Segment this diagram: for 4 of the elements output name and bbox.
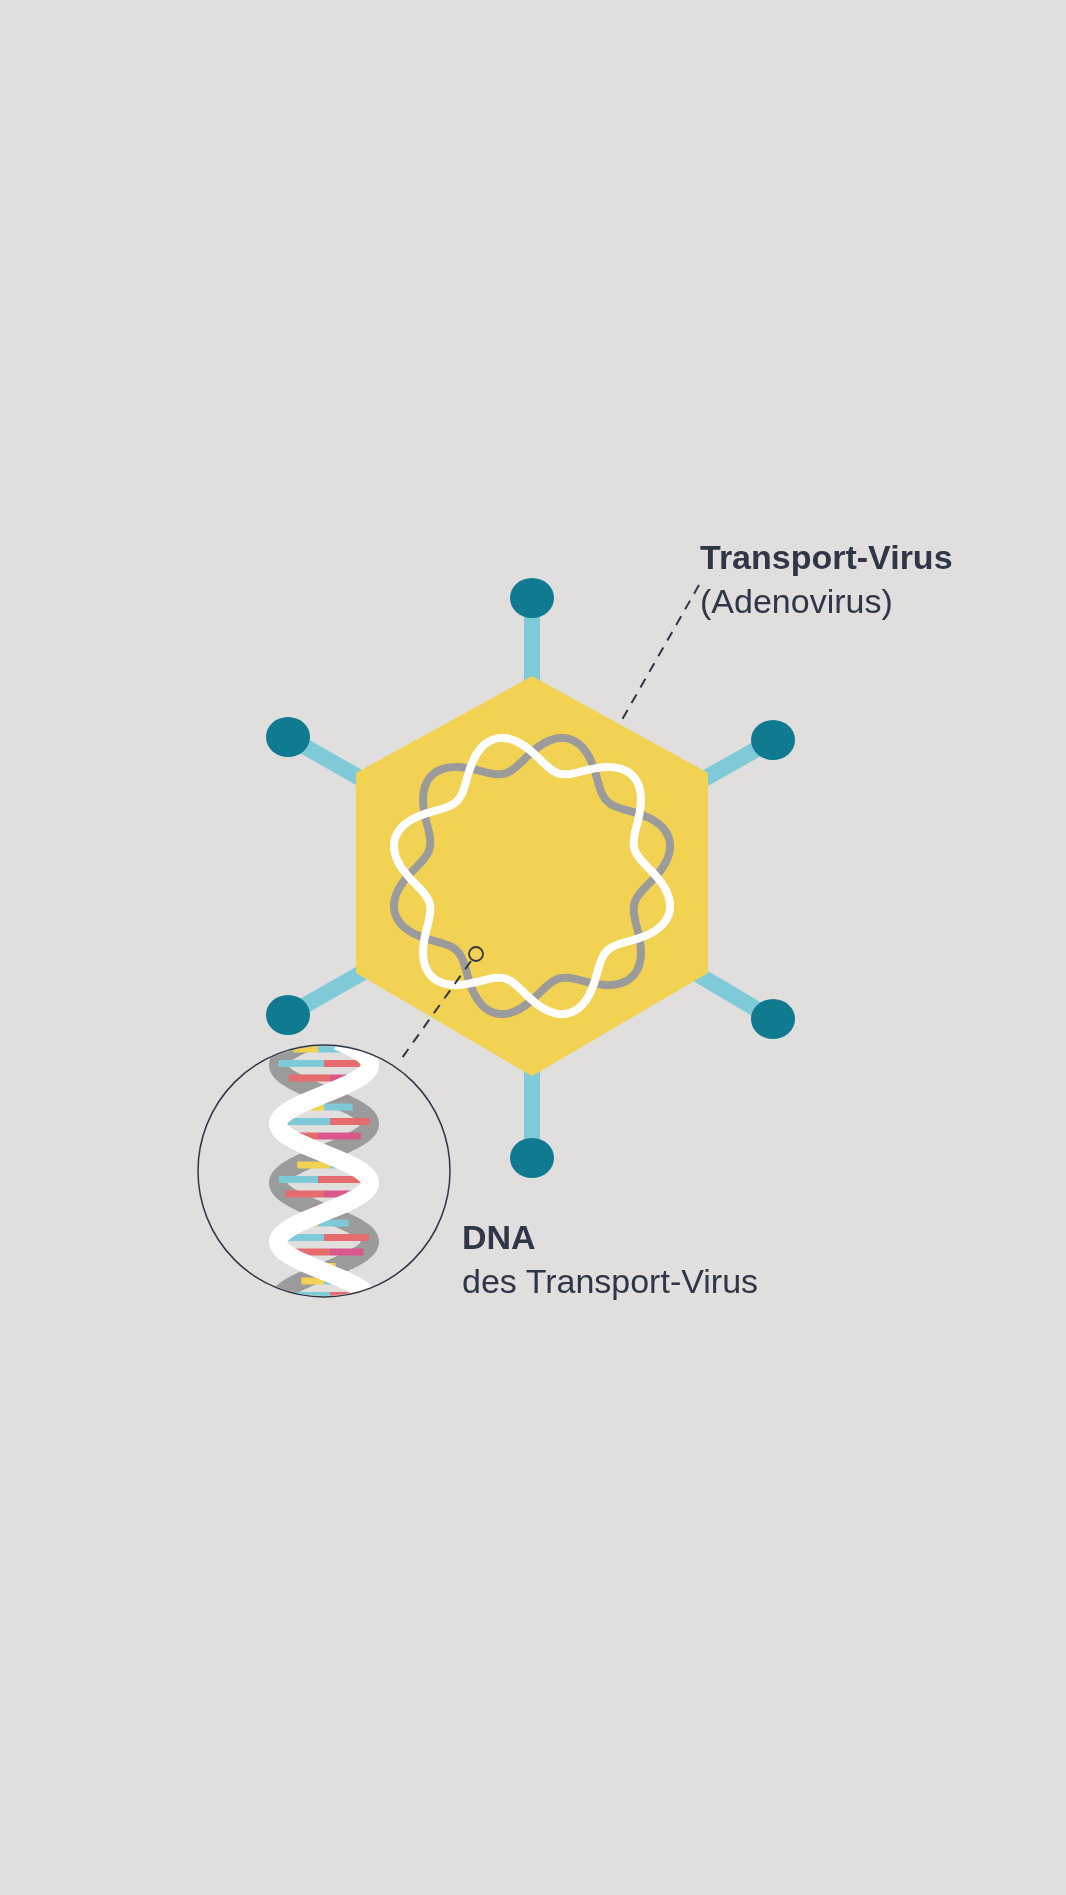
label-subtext: (Adenovirus)	[700, 581, 894, 622]
label-heading: DNA	[462, 1217, 537, 1258]
label-subtext: des Transport-Virus	[462, 1261, 759, 1302]
label-heading: Transport-Virus	[700, 537, 953, 578]
